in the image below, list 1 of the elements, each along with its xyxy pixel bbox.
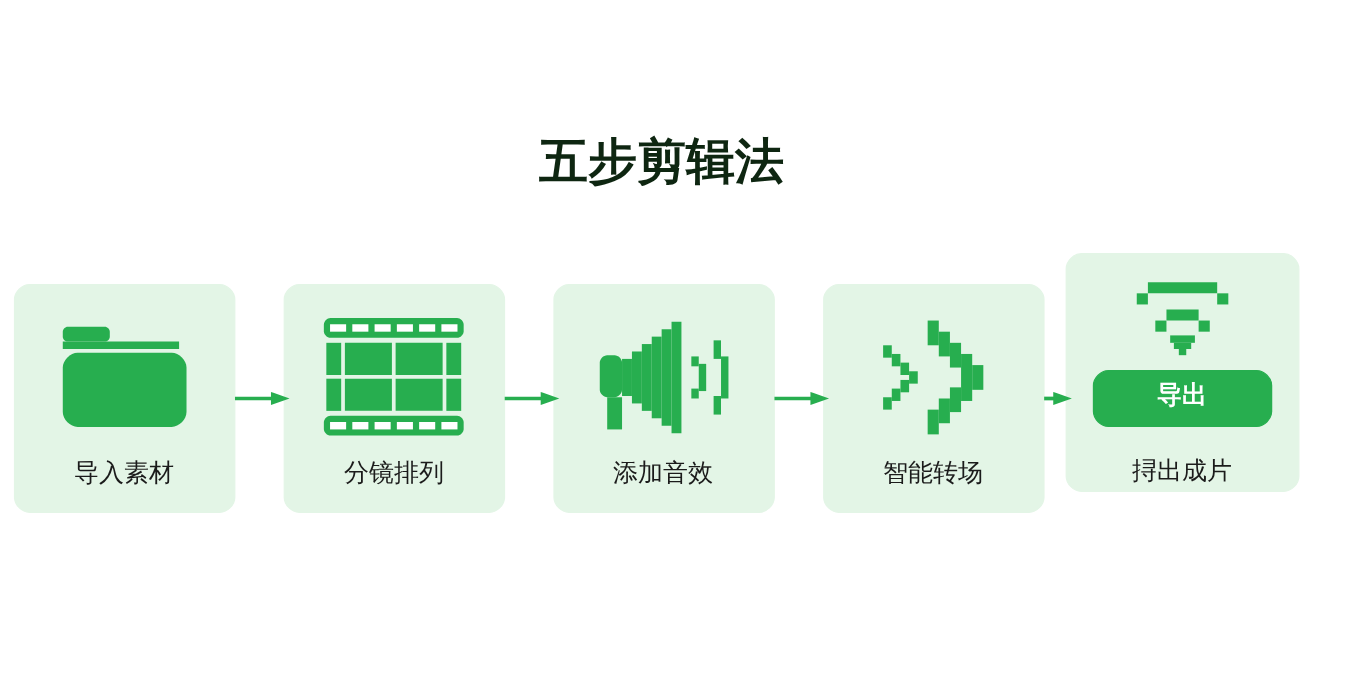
diagram-title: 五步剪辑法	[538, 131, 784, 190]
